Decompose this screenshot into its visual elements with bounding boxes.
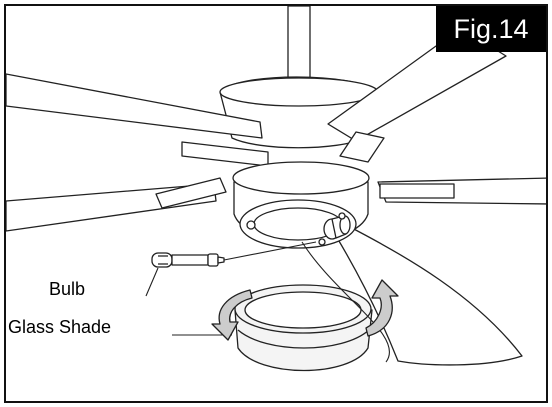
figure-frame: Fig.14 [4, 4, 548, 403]
fan-blade-back-left [6, 73, 263, 139]
blade-bracket-left-back [181, 141, 269, 167]
blade-bracket-right-front [379, 183, 455, 199]
glass-shade [234, 284, 373, 372]
screw-bottom [318, 238, 326, 246]
figure-number-badge: Fig.14 [436, 6, 546, 52]
halogen-bulb [151, 252, 225, 268]
rotation-arrow-left [211, 289, 253, 341]
glass-shade-callout-label: Glass Shade [8, 317, 112, 337]
curved-rotation-arrow [211, 279, 399, 341]
blade-bracket-left-front [155, 177, 227, 209]
bulb-callout-label: Bulb [49, 279, 86, 299]
bulb-leader-line [145, 241, 317, 297]
fan-blade-back-right [327, 27, 507, 142]
screw-right [338, 212, 346, 220]
light-kit-top [232, 161, 370, 195]
rotation-arrow-right [365, 279, 399, 337]
screw-left [246, 220, 256, 230]
fan-blade-bottom-right [335, 225, 523, 366]
ceiling-fan-illustration [6, 6, 546, 372]
blade-bracket-right-back [339, 131, 385, 163]
downrod [287, 6, 311, 89]
